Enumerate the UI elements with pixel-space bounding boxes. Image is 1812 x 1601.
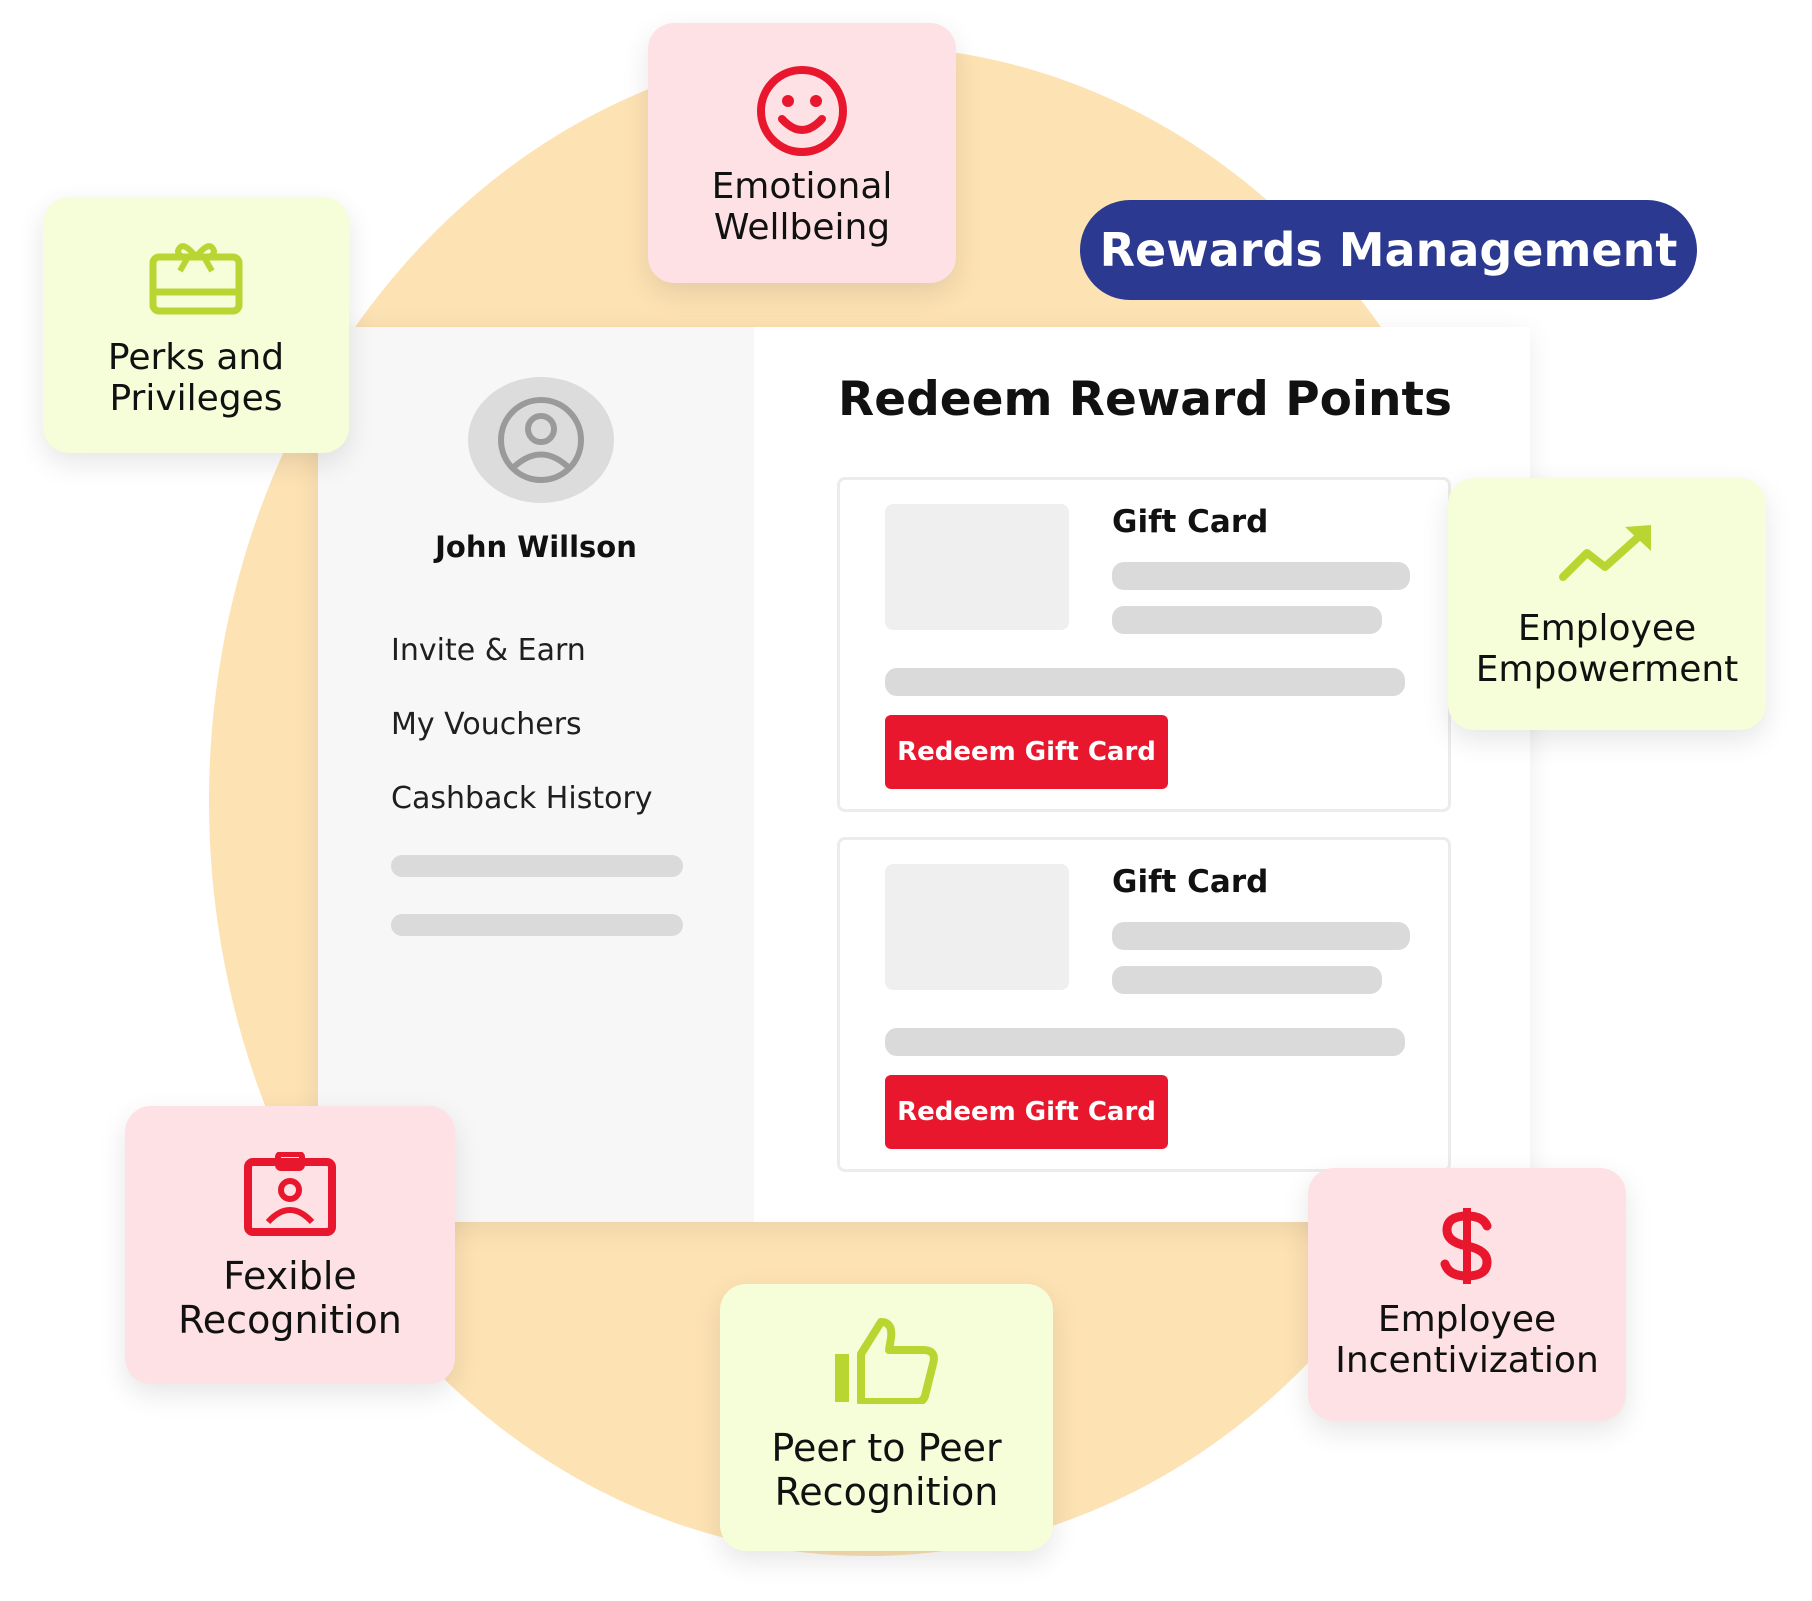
feature-employee-empowerment: Employee Empowerment [1448, 478, 1766, 730]
sidebar-item-invite-earn[interactable]: Invite & Earn [391, 633, 586, 668]
feature-title-line: Incentivization [1335, 1340, 1599, 1382]
dollar-icon [1440, 1208, 1492, 1284]
feature-title-line: Emotional [711, 166, 893, 207]
feature-peer-recognition: Peer to Peer Recognition [720, 1284, 1053, 1551]
placeholder-bar [1112, 606, 1382, 634]
feature-title-line: Perks and [107, 337, 285, 378]
sidebar-item-cashback-history[interactable]: Cashback History [391, 781, 653, 816]
feature-title-line: Recognition [774, 1469, 999, 1514]
profile-sidebar: John Willson Invite & Earn My Vouchers C… [318, 327, 754, 1222]
placeholder-bar [885, 668, 1405, 696]
gift-card-title: Gift Card [1112, 864, 1269, 900]
user-name: John Willson [435, 530, 637, 564]
redeem-gift-card-button[interactable]: Redeem Gift Card [885, 715, 1168, 789]
gift-card-item: Gift Card Redeem Gift Card [837, 477, 1451, 812]
gift-card-icon [149, 243, 243, 315]
feature-title-line: Wellbeing [713, 207, 891, 249]
feature-title-line: Employee [1377, 1299, 1557, 1340]
thumbs-up-icon [834, 1318, 938, 1404]
feature-flexible-recognition: Fexible Recognition [125, 1106, 455, 1384]
gift-card-thumbnail [885, 504, 1069, 630]
user-avatar-icon [498, 397, 584, 483]
feature-title-line: Fexible [223, 1254, 357, 1298]
placeholder-bar [1112, 922, 1410, 950]
placeholder-bar [391, 914, 683, 936]
feature-title-line: Empowerment [1475, 649, 1739, 691]
feature-perks-privileges: Perks and Privileges [43, 197, 349, 453]
feature-title-line: Employee [1517, 608, 1697, 649]
avatar [468, 377, 614, 503]
feature-title-line: Recognition [178, 1297, 402, 1342]
trending-up-icon [1559, 525, 1651, 581]
feature-title-line: Privileges [109, 378, 283, 420]
rewards-management-badge: Rewards Management [1080, 200, 1697, 300]
sidebar-item-my-vouchers[interactable]: My Vouchers [391, 707, 582, 742]
placeholder-bar [391, 855, 683, 877]
redeem-gift-card-button[interactable]: Redeem Gift Card [885, 1075, 1168, 1149]
gift-card-title: Gift Card [1112, 504, 1269, 540]
placeholder-bar [885, 1028, 1405, 1056]
gift-card-thumbnail [885, 864, 1069, 990]
feature-employee-incentivization: Employee Incentivization [1308, 1168, 1626, 1421]
placeholder-bar [1112, 966, 1382, 994]
id-badge-icon [244, 1152, 336, 1236]
gift-card-item: Gift Card Redeem Gift Card [837, 837, 1451, 1172]
page-title: Redeem Reward Points [838, 372, 1452, 427]
smiley-icon [757, 66, 847, 156]
feature-emotional-wellbeing: Emotional Wellbeing [648, 23, 956, 283]
placeholder-bar [1112, 562, 1410, 590]
rewards-panel: John Willson Invite & Earn My Vouchers C… [318, 327, 1530, 1222]
feature-title-line: Peer to Peer [771, 1426, 1002, 1470]
